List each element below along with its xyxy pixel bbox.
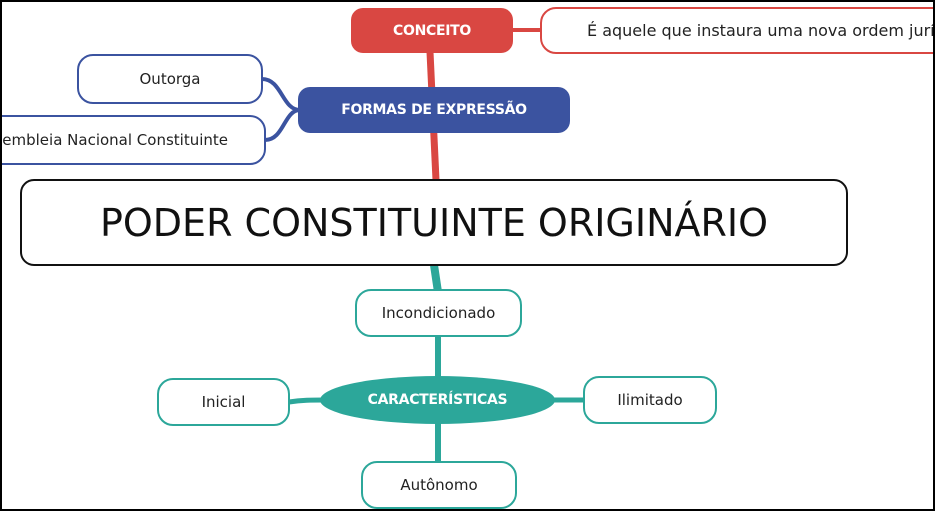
central-topic-title: PODER CONSTITUINTE ORIGINÁRIO: [99, 200, 769, 245]
incondicionado-label: Incondicionado: [381, 304, 496, 322]
outorga-label: Outorga: [139, 70, 201, 88]
central-topic[interactable]: PODER CONSTITUINTE ORIGINÁRIO: [20, 179, 848, 266]
autonomo-node[interactable]: Autônomo: [361, 461, 517, 509]
caracteristicas-node[interactable]: CARACTERÍSTICAS: [320, 376, 555, 424]
formas-label: FORMAS DE EXPRESSÃO: [341, 102, 527, 118]
autonomo-label: Autônomo: [400, 476, 478, 494]
caracteristicas-label: CARACTERÍSTICAS: [367, 392, 508, 408]
assembleia-node[interactable]: Assembleia Nacional Constituinte: [0, 115, 266, 165]
connector-caracteristicas-trunk: [430, 264, 442, 293]
ilimitado-label: Ilimitado: [617, 391, 683, 409]
inicial-node[interactable]: Inicial: [157, 378, 290, 426]
connector-outorga: [261, 77, 301, 112]
conceito-detail-text: É aquele que instaura uma nova ordem jur…: [587, 21, 935, 40]
conceito-label: CONCEITO: [393, 22, 471, 39]
incondicionado-node[interactable]: Incondicionado: [355, 289, 522, 337]
outorga-node[interactable]: Outorga: [77, 54, 263, 104]
connector-inicial: [288, 397, 325, 405]
connector-assembleia: [264, 108, 301, 142]
conceito-detail-node[interactable]: É aquele que instaura uma nova ordem jur…: [540, 7, 935, 54]
ilimitado-node[interactable]: Ilimitado: [583, 376, 717, 424]
assembleia-label: Assembleia Nacional Constituinte: [0, 131, 228, 149]
inicial-label: Inicial: [201, 393, 246, 411]
conceito-node[interactable]: CONCEITO: [351, 8, 513, 53]
formas-de-expressao-node[interactable]: FORMAS DE EXPRESSÃO: [298, 87, 570, 133]
